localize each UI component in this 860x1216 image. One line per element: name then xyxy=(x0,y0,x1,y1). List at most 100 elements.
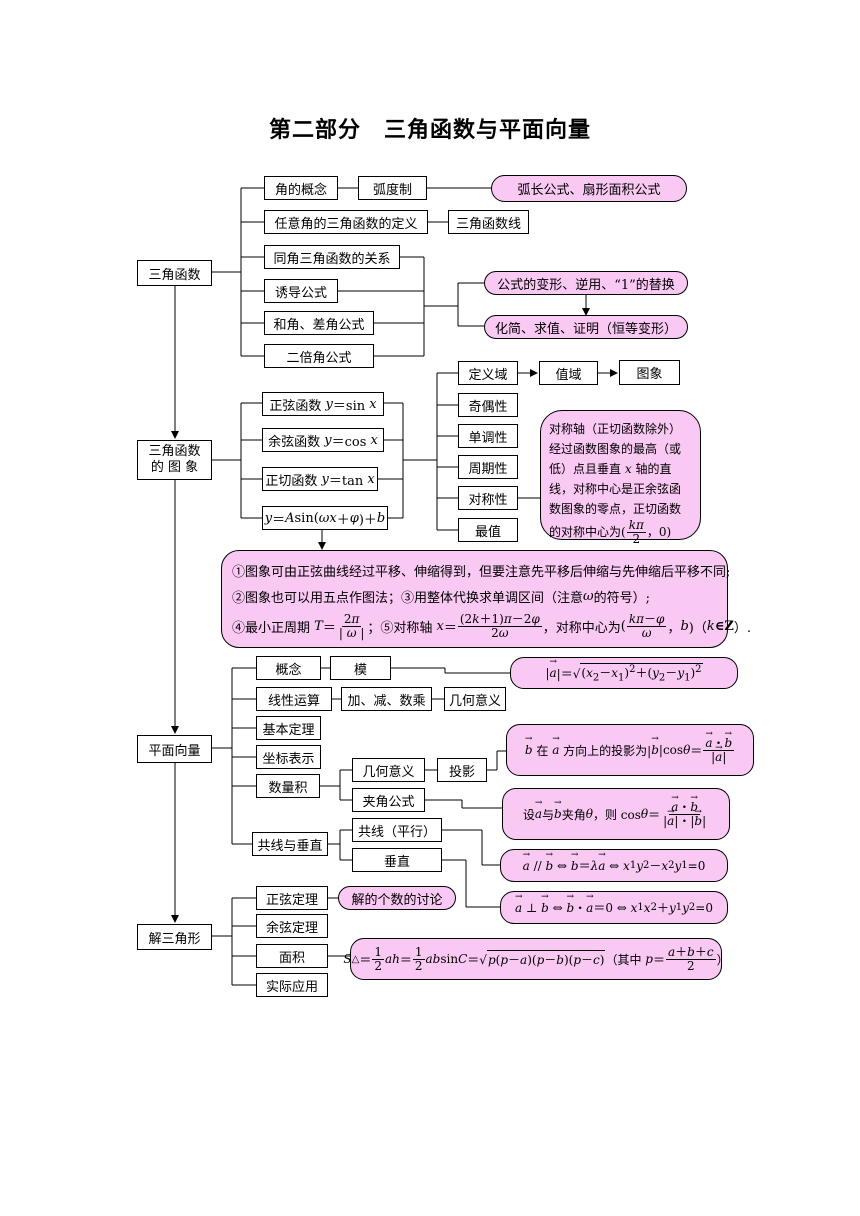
graph-note-3c: ，对称中心为 xyxy=(542,620,621,636)
node-range: 值域 xyxy=(539,361,598,385)
node-sum-diff: 和角、差角公式 xyxy=(264,311,374,335)
node-same-angle: 同角三角函数的关系 xyxy=(264,245,400,269)
node-transform-label: 公式的变形、逆用、“1”的替换 xyxy=(497,277,675,293)
node-arc-formula: 弧长公式、扇形面积公式 xyxy=(491,175,687,202)
section-triangle: 解三角形 xyxy=(137,924,212,950)
node-geo-meaning-2: 几何意义 xyxy=(352,758,425,782)
node-geo-meaning-label: 几何意义 xyxy=(448,693,501,709)
section-vector: 平面向量 xyxy=(137,735,212,763)
symmetry-note-text: 对称轴（正切函数除外）经过函数图象的最高（或低）点且垂直 xyxy=(549,422,682,476)
node-parity-label: 奇偶性 xyxy=(468,399,508,415)
section-trig-label: 三角函数 xyxy=(148,267,201,283)
node-solution-count: 解的个数的讨论 xyxy=(338,886,456,910)
node-simplify-label: 化简、求值、证明（恒等变形） xyxy=(494,321,677,337)
node-dot-product-label: 数量积 xyxy=(268,780,308,796)
symmetry-note: 对称轴（正切函数除外）经过函数图象的最高（或低）点且垂直 x 轴的直线，对称中心… xyxy=(540,410,701,563)
node-linear-ops: 线性运算 xyxy=(256,687,332,711)
node-collinear-label: 共线（平行） xyxy=(357,824,436,840)
section-vector-label: 平面向量 xyxy=(148,743,201,759)
angle-text-c: 夹角 xyxy=(561,807,586,822)
node-collinear-perp-label: 共线与垂直 xyxy=(257,838,323,854)
node-sum-diff-label: 和角、差角公式 xyxy=(273,317,365,333)
node-application: 实际应用 xyxy=(256,973,328,997)
node-coordinates: 坐标表示 xyxy=(256,745,321,769)
node-area-label: 面积 xyxy=(278,950,305,966)
symmetry-note-text-2: 轴的直线，对称中心是正余弦函数图象的零点，正切函数的对称中心为 xyxy=(549,462,682,539)
node-domain-label: 定义域 xyxy=(468,367,508,383)
node-extreme-label: 最值 xyxy=(474,524,501,540)
node-vector-concept-label: 概念 xyxy=(275,662,302,678)
node-angle-concept-label: 角的概念 xyxy=(274,182,327,198)
section-graph: 三角函数的 图 象 xyxy=(137,440,212,480)
node-parity: 奇偶性 xyxy=(458,393,518,417)
node-tan-function: 正切函数 y＝tan x xyxy=(262,467,378,491)
node-ops: 加、减、数乘 xyxy=(341,687,432,711)
angle-text-a: 设 xyxy=(522,807,535,822)
node-sin-function: 正弦函数 y＝sin x xyxy=(262,392,384,416)
node-basic-theorem-label: 基本定理 xyxy=(262,722,315,738)
node-radian-label: 弧度制 xyxy=(372,182,412,198)
node-simplify: 化简、求值、证明（恒等变形） xyxy=(484,315,688,339)
projection-text-b: 方向上的投影为| xyxy=(563,743,652,758)
node-double-angle-label: 二倍角公式 xyxy=(286,350,352,366)
node-arc-formula-label: 弧长公式、扇形面积公式 xyxy=(517,183,661,198)
page-title: 第二部分 三角函数与平面向量 xyxy=(268,118,591,143)
node-geo-meaning: 几何意义 xyxy=(444,687,506,711)
node-ops-label: 加、减、数乘 xyxy=(347,693,426,709)
graph-note-3b: ；⑤对称轴 xyxy=(367,620,433,636)
node-modulus: 模 xyxy=(330,656,391,680)
node-symmetry-label: 对称性 xyxy=(468,492,508,508)
node-sine-rule-label: 正弦定理 xyxy=(265,892,318,908)
node-radian: 弧度制 xyxy=(358,176,427,200)
modulus-formula: |a|＝√(x2－x1)2＋(y2－y1)2 xyxy=(510,657,738,689)
node-induction: 诱导公式 xyxy=(264,279,338,303)
node-collinear-perp: 共线与垂直 xyxy=(252,832,328,856)
graph-note-2b: 的符号）; xyxy=(593,590,651,606)
area-note: （其中 xyxy=(605,952,642,967)
node-cosine-rule: 余弦定理 xyxy=(256,914,328,938)
node-domain: 定义域 xyxy=(458,361,518,385)
node-perpendicular-label: 垂直 xyxy=(383,854,410,870)
graph-note-1: ①图象可由正弦曲线经过平移、伸缩得到，但要注意先平移后伸缩与先伸缩后平移不同; xyxy=(232,564,731,580)
node-transform: 公式的变形、逆用、“1”的替换 xyxy=(484,271,688,295)
node-cosine-rule-label: 余弦定理 xyxy=(265,920,318,936)
node-same-angle-label: 同角三角函数的关系 xyxy=(273,251,391,267)
node-vector-concept: 概念 xyxy=(256,656,321,680)
node-collinear: 共线（平行） xyxy=(352,818,442,842)
node-tan-function-label: 正切函数 xyxy=(265,473,318,489)
node-angle-concept: 角的概念 xyxy=(264,176,338,200)
graph-note-3a: ④最小正周期 xyxy=(232,620,311,636)
node-application-label: 实际应用 xyxy=(265,979,318,995)
node-basic-theorem: 基本定理 xyxy=(256,716,321,740)
node-range-label: 值域 xyxy=(555,367,582,383)
node-solution-count-label: 解的个数的讨论 xyxy=(351,892,443,908)
angle-text-d: ，则 cos xyxy=(592,807,641,822)
node-induction-label: 诱导公式 xyxy=(274,285,327,301)
node-projection: 投影 xyxy=(437,758,487,782)
node-perpendicular: 垂直 xyxy=(352,848,442,872)
node-trig-line-label: 三角函数线 xyxy=(455,216,521,232)
node-cos-function-label: 余弦函数 xyxy=(268,434,321,450)
section-triangle-label: 解三角形 xyxy=(148,931,201,947)
node-sine-rule: 正弦定理 xyxy=(256,886,328,910)
node-linear-ops-label: 线性运算 xyxy=(267,693,320,709)
node-angle-formula-label: 夹角公式 xyxy=(362,794,415,810)
graph-notes: ①图象可由正弦曲线经过平移、伸缩得到，但要注意先平移后伸缩与先伸缩后平移不同; … xyxy=(221,550,751,648)
node-monotonicity-label: 单调性 xyxy=(468,430,508,446)
node-extreme: 最值 xyxy=(458,518,518,542)
node-image-label: 图象 xyxy=(636,367,663,382)
section-graph-label: 三角函数的 图 象 xyxy=(148,444,201,475)
node-image: 图象 xyxy=(619,360,680,385)
node-angle-formula: 夹角公式 xyxy=(352,788,425,812)
graph-note-3d: ）. xyxy=(733,620,752,636)
node-double-angle: 二倍角公式 xyxy=(264,344,374,368)
graph-note-in-z: ∈Z xyxy=(714,618,734,634)
node-coordinates-label: 坐标表示 xyxy=(262,751,315,767)
node-symmetry: 对称性 xyxy=(458,486,518,510)
section-trig: 三角函数 xyxy=(137,260,212,286)
